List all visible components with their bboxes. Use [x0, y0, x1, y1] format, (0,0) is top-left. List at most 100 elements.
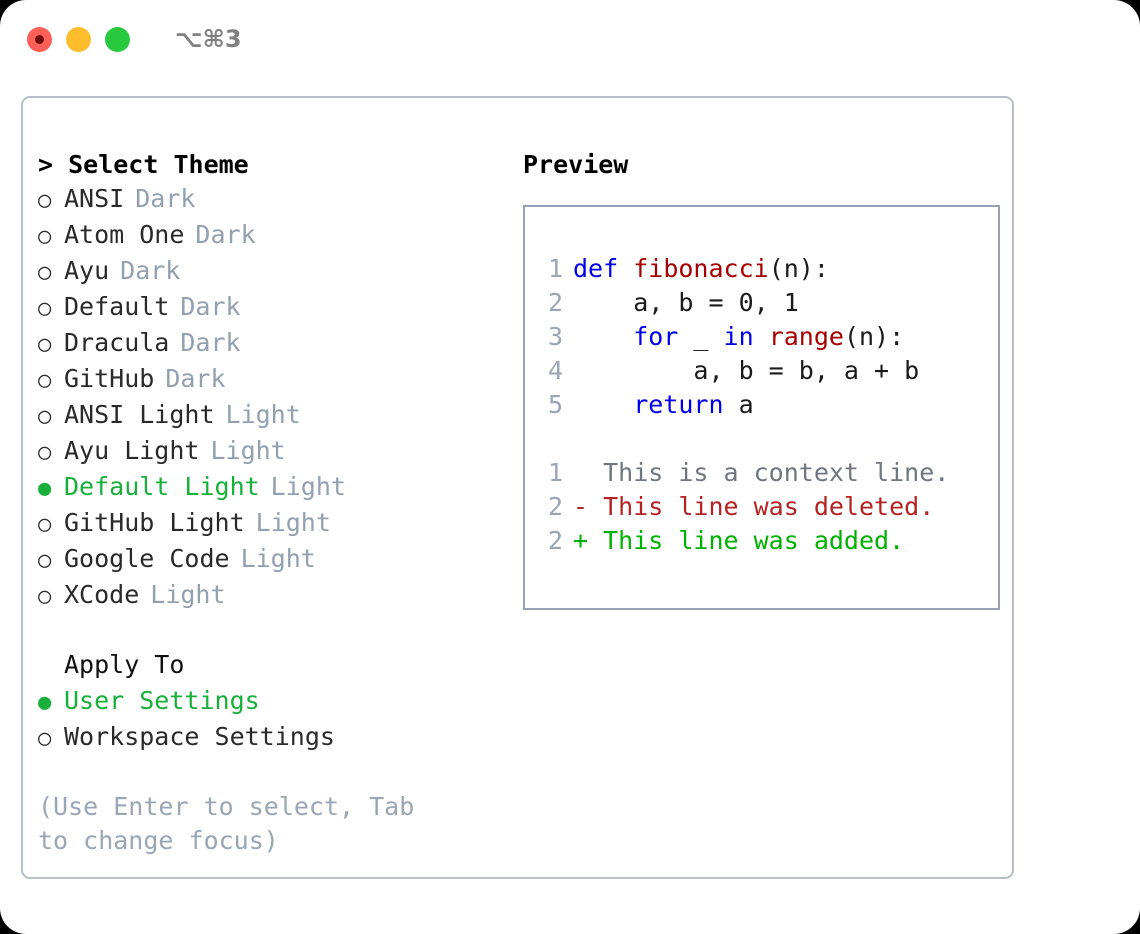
theme-option-tag: Light [210, 436, 286, 465]
theme-option-label: Default [64, 292, 170, 321]
code-line-text: return a [573, 388, 754, 422]
hint-spacer [38, 756, 493, 790]
radio-selected-icon: ● [38, 476, 52, 501]
diff-line-number: 2 [547, 492, 563, 521]
radio-unselected-icon: ○ [38, 368, 52, 393]
theme-option-label: Ayu Light [64, 436, 200, 465]
code-token-plain: _ [693, 322, 724, 351]
theme-option-label: ANSI [64, 184, 125, 213]
radio-unselected-icon: ○ [38, 548, 52, 573]
code-line-number: 3 [547, 322, 563, 351]
theme-option-label: Atom One [64, 220, 185, 249]
theme-option-tag: Dark [165, 364, 226, 393]
theme-option-dracula[interactable]: ○ Dracula Dark [38, 326, 493, 362]
code-token-plain: (n): [843, 322, 905, 351]
apply-to-option-label: Workspace Settings [64, 722, 335, 751]
theme-option-ayu[interactable]: ○ Ayu Dark [38, 254, 493, 290]
code-token-plain: a [738, 390, 754, 419]
code-line-text: a, b = b, a + b [573, 354, 919, 388]
theme-option-tag: Dark [120, 256, 181, 285]
code-line: 4 a, b = b, a + b [525, 354, 998, 388]
radio-unselected-icon: ○ [38, 332, 52, 357]
theme-option-tag: Dark [195, 220, 256, 249]
theme-option-tag: Dark [135, 184, 196, 213]
theme-option-default[interactable]: ○ Default Dark [38, 290, 493, 326]
list-spacer [38, 614, 493, 648]
code-line: 3 for _ in range(n): [525, 320, 998, 354]
code-diff-separator [525, 422, 998, 456]
theme-option-tag: Light [270, 472, 346, 501]
code-token-fn: range [768, 322, 844, 351]
theme-option-ayu-light[interactable]: ○ Ayu Light Light [38, 434, 493, 470]
apply-to-header-row: ○ Apply To [38, 648, 493, 684]
radio-unselected-icon: ○ [38, 440, 52, 465]
radio-unselected-icon: ○ [38, 260, 52, 285]
title-bar: ⌥⌘3 [0, 0, 1140, 78]
diff-line-number: 2 [547, 526, 563, 555]
radio-unselected-icon: ○ [38, 188, 52, 213]
theme-option-tag: Dark [180, 292, 241, 321]
code-token-kw: return [573, 390, 739, 419]
radio-unselected-icon: ○ [38, 584, 52, 609]
radio-selected-icon: ● [38, 690, 52, 715]
apply-to-option-list: ● User Settings ○ Workspace Settings [38, 684, 493, 756]
theme-option-label: GitHub [64, 364, 155, 393]
theme-option-atom-one[interactable]: ○ Atom One Dark [38, 218, 493, 254]
code-line-number: 5 [547, 390, 563, 419]
keyboard-shortcut-label: ⌥⌘3 [175, 25, 242, 53]
theme-option-default-light[interactable]: ● Default Light Light [38, 470, 493, 506]
theme-option-tag: Light [240, 544, 316, 573]
code-line-number: 2 [547, 288, 563, 317]
code-token-kw: for [573, 322, 694, 351]
code-line-text: def fibonacci(n): [573, 252, 829, 286]
diff-marker: + [573, 526, 589, 555]
apply-to-option-user-settings[interactable]: ● User Settings [38, 684, 493, 720]
theme-option-ansi[interactable]: ○ ANSI Dark [38, 182, 493, 218]
code-token-plain: (n): [768, 254, 829, 283]
theme-option-tag: Dark [180, 328, 241, 357]
radio-unselected-icon: ○ [38, 512, 52, 537]
diff-line-text: This is a context line. [588, 458, 950, 487]
diff-line-text: This line was added. [588, 526, 905, 555]
diff-marker [573, 456, 588, 490]
theme-option-label: Default Light [64, 472, 260, 501]
code-line: 2 a, b = 0, 1 [525, 286, 998, 320]
radio-unselected-icon: ○ [38, 224, 52, 249]
maximize-button-icon[interactable] [105, 26, 130, 52]
code-token-plain: a, b = b, a + b [573, 356, 920, 385]
radio-unselected-icon: ○ [38, 296, 52, 321]
theme-option-label: Dracula [64, 328, 170, 357]
apply-to-option-workspace-settings[interactable]: ○ Workspace Settings [38, 720, 493, 756]
radio-unselected-icon: ○ [38, 726, 52, 751]
code-line-number: 4 [547, 356, 563, 385]
theme-option-tag: Light [255, 508, 331, 537]
code-token-fn: fibonacci [633, 254, 769, 283]
code-line-text: for _ in range(n): [573, 320, 904, 354]
close-button-icon[interactable] [27, 26, 52, 52]
diff-line: 1 This is a context line. [525, 456, 998, 490]
minimize-button-icon[interactable] [66, 26, 91, 52]
theme-option-github-light[interactable]: ○ GitHub Light Light [38, 506, 493, 542]
traffic-lights [27, 26, 130, 52]
theme-option-label: GitHub Light [64, 508, 245, 537]
theme-option-tag: Light [150, 580, 226, 609]
diff-line: 2 + This line was added. [525, 524, 998, 558]
theme-option-github[interactable]: ○ GitHub Dark [38, 362, 493, 398]
theme-option-label: Ayu [64, 256, 110, 285]
theme-option-label: ANSI Light [64, 400, 215, 429]
apply-to-option-label: User Settings [64, 686, 260, 715]
keyboard-hint-text: (Use Enter to select, Tab to change focu… [38, 792, 415, 855]
select-theme-header: > Select Theme [38, 150, 249, 179]
diff-line-number: 1 [547, 458, 563, 487]
